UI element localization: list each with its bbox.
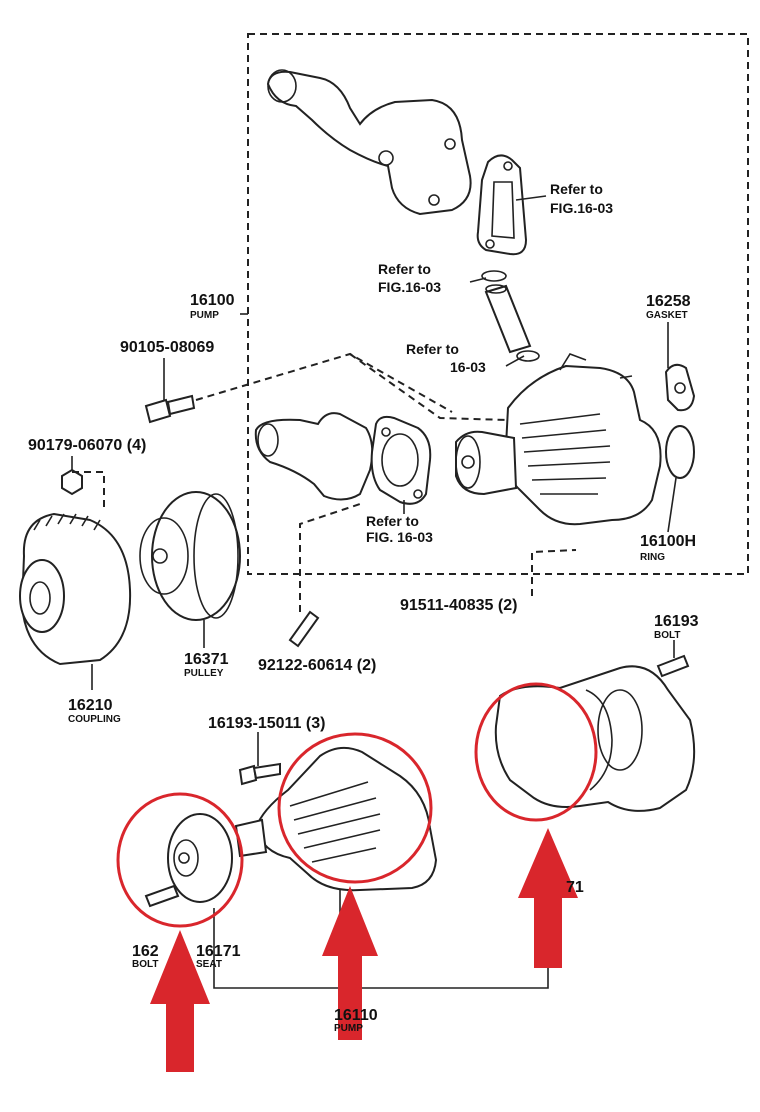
- water-inlet-housing: [266, 69, 472, 216]
- highlight-circle-seat: [116, 792, 244, 928]
- o-ring-upper: [481, 270, 507, 282]
- label-16193-name: BOLT: [654, 630, 680, 641]
- ref-left-line2: FIG. 16-03: [366, 529, 433, 545]
- label-16100-number: 16100: [190, 292, 235, 309]
- label-162-number: 162: [132, 943, 159, 960]
- highlight-circle-pump: [277, 732, 433, 884]
- water-outlet-pipe: [254, 412, 374, 501]
- bolt-90105: [144, 394, 196, 424]
- leader-ref-mid: [469, 277, 487, 283]
- label-16100h-number: 16100H: [640, 533, 696, 550]
- pulley-16371: [139, 491, 241, 621]
- leader-ref-top: [515, 195, 547, 201]
- label-16371-name: PULLEY: [184, 668, 224, 679]
- highlight-circle-housing-gasket: [474, 682, 598, 822]
- label-16100h-name: RING: [640, 552, 665, 563]
- label-16110-name: PUMP: [334, 1023, 363, 1034]
- label-90179-number: 90179-06070 (4): [28, 437, 146, 454]
- label-91511-number: 91511-40835 (2): [400, 597, 517, 614]
- leader-stud-92122: [299, 503, 361, 612]
- label-16210-number: 16210: [68, 697, 113, 714]
- bolt-162: [144, 884, 180, 908]
- bypass-pipe: [484, 284, 532, 354]
- pump-assembly-group-box: [247, 33, 749, 575]
- bolt-16193-15011: [238, 762, 281, 786]
- label-90105-number: 90105-08069: [120, 339, 214, 356]
- label-16258-number: 16258: [646, 293, 691, 310]
- arrow-pump: [322, 886, 378, 1040]
- label-16371-number: 16371: [184, 651, 229, 668]
- leader-bolt-90105: [195, 352, 453, 413]
- label-71-number: 71: [566, 879, 584, 896]
- ref-top-line2: FIG.16-03: [550, 200, 613, 216]
- arrow-housing-gasket: [518, 828, 578, 968]
- label-16193-15011-number: 16193-15011 (3): [208, 715, 325, 732]
- inlet-gasket: [476, 154, 528, 256]
- pump-seat-16171: [167, 813, 233, 903]
- label-16193-number: 16193: [654, 613, 699, 630]
- leader-16100h: [667, 477, 677, 533]
- ref-bypass-line2: 16-03: [450, 359, 486, 375]
- label-16100-name: PUMP: [190, 310, 219, 321]
- leader-ref-bypass: [505, 355, 525, 367]
- nut-90179: [61, 468, 83, 496]
- label-162-name: BOLT: [132, 959, 158, 970]
- o-ring-lower: [516, 350, 540, 362]
- label-16258-name: GASKET: [646, 310, 688, 321]
- fan-coupling-16210: [19, 512, 132, 666]
- ref-top-line1: Refer to: [550, 181, 603, 197]
- leader-upper-assembly: [349, 353, 509, 421]
- leader-bottom-bracket: [213, 908, 549, 989]
- gasket-16258: [664, 363, 696, 412]
- leader-91511: [531, 549, 577, 596]
- ref-mid-line2: FIG.16-03: [378, 279, 441, 295]
- label-16210-name: COUPLING: [68, 714, 121, 725]
- ref-bypass-line1: Refer to: [406, 341, 459, 357]
- label-16110-number: 16110: [334, 1007, 378, 1024]
- water-pump-upper: [455, 353, 662, 526]
- ref-left-line1: Refer to: [366, 513, 419, 529]
- label-16171-number: 16171: [196, 943, 241, 960]
- ring-16100h: [665, 425, 695, 479]
- water-pump-lower: [234, 746, 438, 892]
- stud-92122: [288, 610, 320, 648]
- label-16171-name: SEAT: [196, 959, 222, 970]
- outlet-gasket: [370, 415, 432, 505]
- bolt-16193: [656, 654, 690, 678]
- arrow-seat: [150, 930, 210, 1072]
- label-92122-number: 92122-60614 (2): [258, 657, 376, 674]
- ref-mid-line1: Refer to: [378, 261, 431, 277]
